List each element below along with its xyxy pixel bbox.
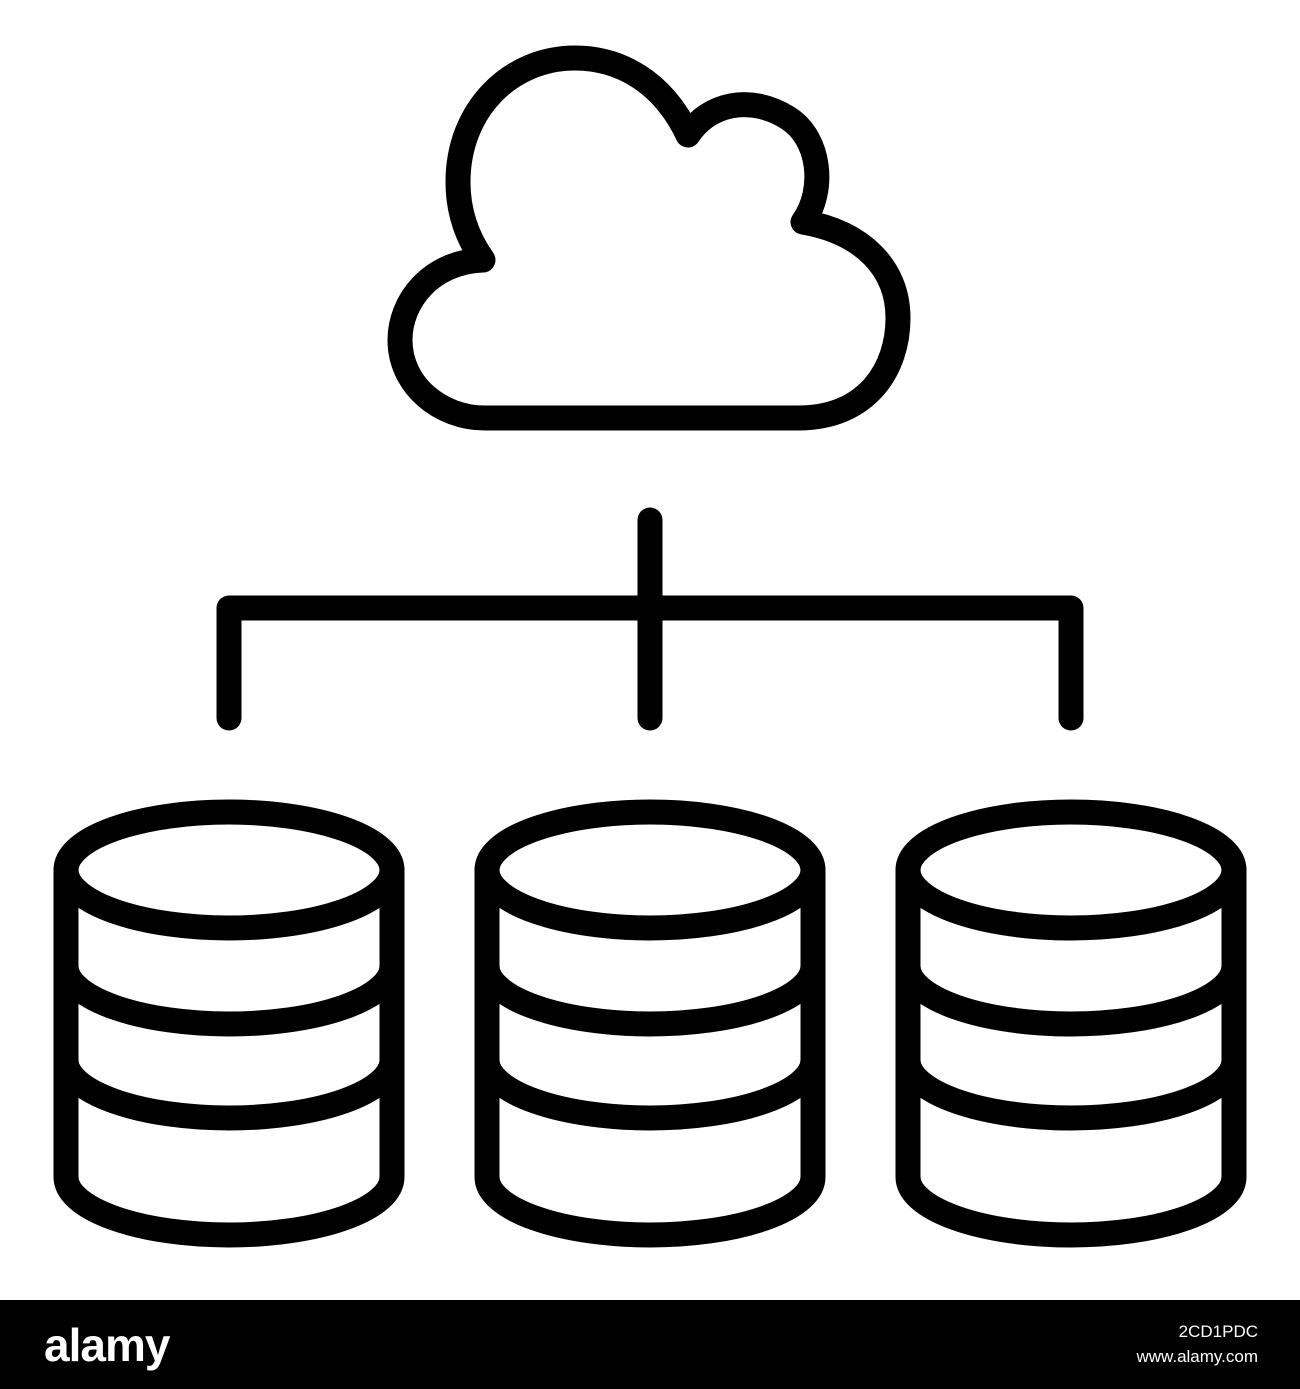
watermark-bar: alamy 2CD1PDC www.alamy.com [0,1300,1300,1389]
database-band [895,953,1247,1037]
icon-canvas [53,45,1247,1248]
database-band [53,1047,405,1131]
database-body [474,857,826,1248]
database-body [895,857,1247,1248]
cloud-database-network-icon [53,45,1247,1248]
database-body [53,857,405,1248]
watermark-image-id: 2CD1PDC [1178,1321,1258,1341]
database-top [474,799,826,941]
watermark-site: www.alamy.com [1136,1346,1258,1366]
connector-bus [216,595,1084,731]
database-band [895,1047,1247,1131]
database-band [53,953,405,1037]
database-top [53,799,405,941]
database-stack-icon [53,799,405,1248]
database-band [474,953,826,1037]
cloud-icon [387,45,911,431]
database-band [474,1047,826,1131]
database-stack-icon [895,799,1247,1248]
database-stack-icon [474,799,826,1248]
watermark-logo: alamy [44,1318,170,1371]
database-top [895,799,1247,941]
watermark-meta: 2CD1PDC www.alamy.com [1136,1320,1258,1369]
